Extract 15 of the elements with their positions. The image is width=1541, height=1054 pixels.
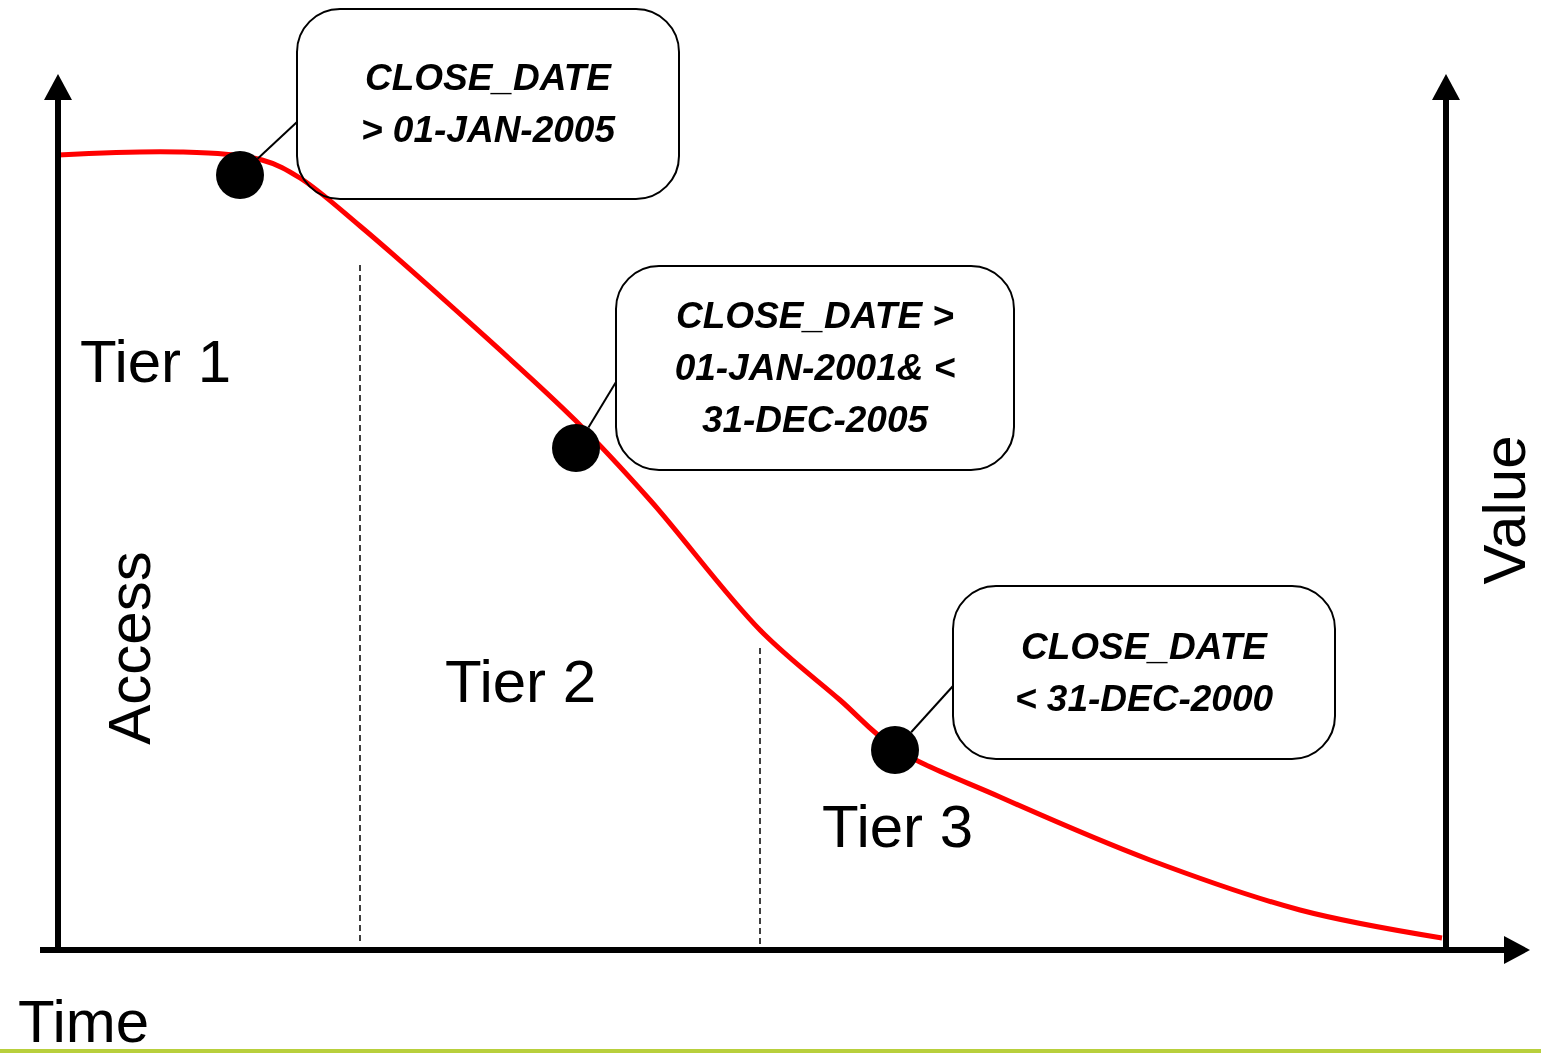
axis-title: Value <box>1475 435 1535 585</box>
callout-bubble <box>615 265 1015 471</box>
callout-text: CLOSE_DATE > 01-JAN-2001& < 31-DEC-2005 <box>673 294 957 442</box>
point-marker <box>552 424 600 472</box>
tier-label: Tier 2 <box>445 652 597 712</box>
callout-bubble <box>952 585 1336 760</box>
tier-label: Tier 3 <box>822 797 974 857</box>
callout-text: CLOSE_DATE > 01-JAN-2005 <box>360 56 617 152</box>
tier-label: Tier 1 <box>80 332 232 392</box>
callout-text: CLOSE_DATE < 31-DEC-2000 <box>1013 624 1275 721</box>
callout-bubble <box>296 8 680 200</box>
point-marker <box>216 151 264 199</box>
axis-title: Access <box>100 551 160 745</box>
axis-title: Time <box>18 992 150 1052</box>
point-marker <box>871 726 919 774</box>
